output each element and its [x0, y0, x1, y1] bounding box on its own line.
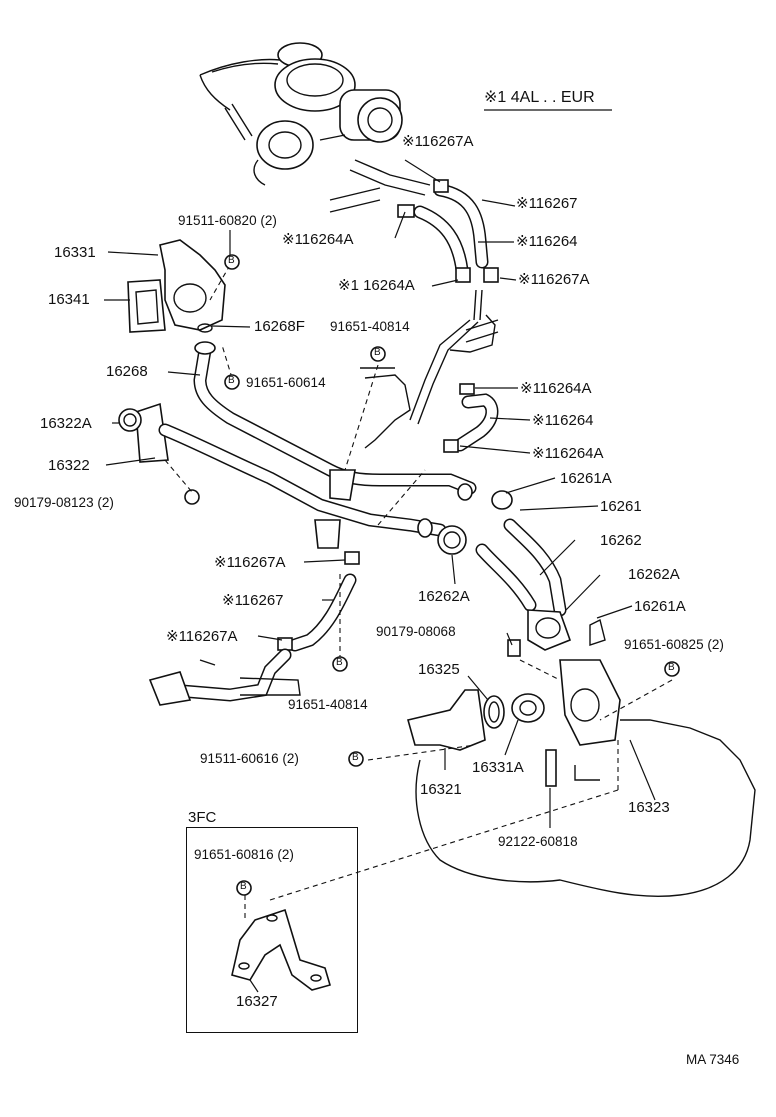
label-91511-60616: 91511-60616 (2) — [200, 751, 299, 766]
label-91651-60825: 91651-60825 (2) — [624, 637, 724, 652]
label-116264A-c: ※116264A — [520, 380, 592, 397]
inset-3fc-box — [186, 827, 358, 1033]
label-16262: 16262 — [600, 532, 642, 549]
leader-lines — [104, 159, 656, 993]
label-16331: 16331 — [54, 244, 96, 261]
label-116264-b: ※116264 — [532, 412, 594, 429]
label-16321: 16321 — [420, 781, 462, 798]
engine-block-outline — [415, 719, 756, 898]
label-16325: 16325 — [418, 661, 460, 678]
label-16331A: 16331A — [472, 759, 524, 776]
label-90179-08068: 90179-08068 — [376, 624, 456, 639]
header-note: ※1 4AL . . EUR — [484, 89, 595, 106]
label-116267A-c: ※116267A — [214, 554, 286, 571]
inset-title: 3FC — [188, 809, 217, 826]
label-116267A-top: ※116267A — [402, 133, 474, 150]
bolt-symbol-1: B — [228, 255, 235, 266]
label-16341: 16341 — [48, 291, 90, 308]
bolt-symbols — [224, 254, 680, 896]
label-16322: 16322 — [48, 457, 90, 474]
throttle-body-assembly — [199, 42, 431, 213]
bolt-symbol-7: B — [240, 881, 247, 892]
label-91651-60816: 91651-60816 (2) — [194, 847, 294, 862]
heater-pipe — [148, 648, 301, 706]
label-91651-40814-a: 91651-40814 — [330, 319, 410, 334]
label-16322A: 16322A — [40, 415, 92, 432]
dashed-lines — [164, 264, 673, 920]
label-16262A-b: 16262A — [418, 588, 470, 605]
label-16327: 16327 — [236, 993, 278, 1010]
bolt-symbol-3: B — [228, 375, 235, 386]
label-116267-b: ※116267 — [222, 592, 284, 609]
label-90179-08123: 90179-08123 (2) — [14, 495, 114, 510]
label-16268: 16268 — [106, 363, 148, 380]
label-116264-a: ※116264 — [516, 233, 578, 250]
label-91511-60820: 91511-60820 (2) — [178, 213, 277, 228]
label-92122-60818: 92122-60818 — [498, 834, 578, 849]
label-16323: 16323 — [628, 799, 670, 816]
label-116264A-d: ※116264A — [532, 445, 604, 462]
label-116264A-a: ※116264A — [282, 231, 354, 248]
label-16261A-a: 16261A — [560, 470, 612, 487]
label-116264A-b: ※1 16264A — [338, 277, 415, 294]
label-116267A-d: ※116267A — [166, 628, 238, 645]
upper-bypass-hoses — [397, 179, 499, 425]
bracket — [360, 367, 411, 449]
label-116267-top: ※116267 — [516, 195, 578, 212]
bolt-symbol-6: B — [668, 662, 675, 673]
label-16262A-a: 16262A — [628, 566, 680, 583]
label-16268F: 16268F — [254, 318, 305, 335]
water-outlet-group — [127, 239, 226, 333]
label-116267A-b: ※116267A — [518, 271, 590, 288]
bolt-symbol-4: B — [336, 657, 343, 668]
label-16261A-b: 16261A — [634, 598, 686, 615]
water-inlet-pipe — [118, 402, 473, 555]
thermostat-group — [407, 609, 621, 787]
label-91651-60614: 91651-60614 — [246, 375, 326, 390]
label-16261: 16261 — [600, 498, 642, 515]
label-91651-40814-b: 91651-40814 — [288, 697, 368, 712]
bracket-16327 — [231, 908, 331, 991]
header-underline — [484, 109, 612, 111]
figure-id: MA 7346 — [686, 1052, 740, 1067]
bolt-symbol-5: B — [352, 752, 359, 763]
bolt-symbol-2: B — [374, 347, 381, 358]
lower-hoses — [277, 383, 567, 652]
